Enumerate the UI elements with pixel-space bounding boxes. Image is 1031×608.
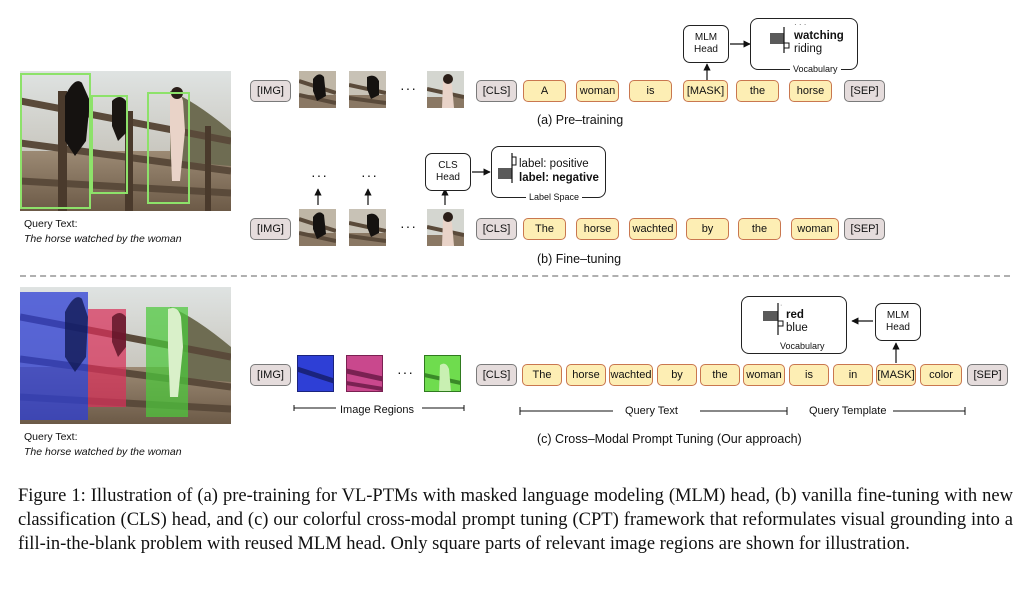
vocab-label-c: Vocabulary <box>780 341 825 351</box>
label-positive-b: label: positive <box>519 158 589 170</box>
query-text-a: The horse watched by the woman <box>24 233 182 245</box>
label-space-title-b: Label Space <box>526 192 583 202</box>
figure-caption: Figure 1: Illustration of (a) pre-traini… <box>18 486 1013 554</box>
vocabulary-box-c <box>741 296 847 354</box>
token-c-7: in <box>833 364 873 386</box>
cls-token-c: [CLS] <box>476 364 517 386</box>
region-thumb-woman-b <box>427 209 464 246</box>
caption-b: (b) Fine–tuning <box>537 252 622 266</box>
vocab-dots-top-a: · · · <box>794 20 807 29</box>
token-a-1: woman <box>576 80 619 102</box>
arrow-mask-to-mlm-a <box>703 63 711 80</box>
token-b-1: horse <box>576 218 619 240</box>
token-c-9: color <box>920 364 962 386</box>
cls-head-b-line1: CLS <box>438 160 458 171</box>
token-a-0: A <box>523 80 566 102</box>
region-thumb-red-c <box>346 355 383 392</box>
img-token-b: [IMG] <box>250 218 291 240</box>
vocab-word-bold-a: watching <box>794 30 844 42</box>
ellipsis-a: ··· <box>400 80 417 96</box>
token-c-1: horse <box>566 364 606 386</box>
arrow-up-b-3 <box>441 188 449 205</box>
mlm-head-a-line2: Head <box>694 44 718 55</box>
mlm-head-c-line1: MLM <box>886 310 910 321</box>
region-thumb-horse-a <box>299 71 336 108</box>
section-divider <box>20 275 1010 277</box>
caption-c: (c) Cross–Modal Prompt Tuning (Our appro… <box>537 432 802 446</box>
img-token-c: [IMG] <box>250 364 291 386</box>
arrow-mlm-to-vocab-c <box>851 317 873 325</box>
caption-a: (a) Pre–training <box>537 113 624 127</box>
region-thumb-woman-a <box>427 71 464 108</box>
token-b-0: The <box>523 218 566 240</box>
token-c-mask: [MASK] <box>876 364 916 386</box>
vocab-word-plain-a: riding <box>794 43 823 55</box>
token-c-4: the <box>700 364 740 386</box>
token-a-4: the <box>736 80 779 102</box>
cls-token-b: [CLS] <box>476 218 517 240</box>
query-template-span-label: Query Template <box>809 405 887 417</box>
dots-up-b-1: ··· <box>311 167 328 183</box>
token-c-5: woman <box>743 364 785 386</box>
query-span-brackets <box>519 407 966 415</box>
token-c-3: by <box>657 364 697 386</box>
region-thumb-blue-c <box>297 355 334 392</box>
mlm-head-c-line2: Head <box>886 322 910 333</box>
query-photo-c <box>20 287 231 424</box>
vocab-bar-icon-a <box>770 27 790 53</box>
vocab-bar-icon-c: · <box>763 302 784 335</box>
cls-head-b: CLS Head <box>425 153 471 191</box>
region-thumb-horse2-a <box>349 71 386 108</box>
token-a-2: is <box>629 80 672 102</box>
img-token-a: [IMG] <box>250 80 291 102</box>
ellipsis-c: ··· <box>397 364 414 380</box>
vocab-word-bold-c: red <box>786 309 804 321</box>
label-negative-b: label: negative <box>519 172 599 184</box>
token-b-5: woman <box>791 218 839 240</box>
dots-up-b-2: ··· <box>361 167 378 183</box>
region-thumb-horse-b <box>299 209 336 246</box>
arrow-mlm-to-vocab-a <box>730 40 751 48</box>
mlm-head-a: MLM Head <box>683 25 729 63</box>
arrow-cls-to-labels-b <box>472 168 491 176</box>
token-c-6: is <box>789 364 829 386</box>
sep-token-c: [SEP] <box>967 364 1008 386</box>
token-b-4: the <box>738 218 781 240</box>
query-photo-a <box>20 71 231 211</box>
vocab-word-plain-c: blue <box>786 322 808 334</box>
arrow-up-b-2 <box>364 188 372 205</box>
vocabulary-box-a <box>750 18 858 70</box>
region-thumb-green-c <box>424 355 461 392</box>
ellipsis-b: ··· <box>400 218 417 234</box>
token-b-3: by <box>686 218 729 240</box>
token-c-0: The <box>522 364 562 386</box>
arrow-up-b-1 <box>314 188 322 205</box>
query-text-span-label: Query Text <box>625 405 678 417</box>
region-thumb-horse2-b <box>349 209 386 246</box>
sep-token-b: [SEP] <box>844 218 885 240</box>
cls-token-a: [CLS] <box>476 80 517 102</box>
query-label-c: Query Text: <box>24 431 78 443</box>
token-a-5: horse <box>789 80 832 102</box>
mlm-head-a-line1: MLM <box>694 32 718 43</box>
cls-head-b-line2: Head <box>436 172 460 183</box>
image-regions-bracket <box>293 405 465 411</box>
token-a-mask: [MASK] <box>683 80 728 102</box>
query-text-c: The horse watched by the woman <box>24 446 182 458</box>
sep-token-a: [SEP] <box>844 80 885 102</box>
token-b-2: wachted <box>629 218 677 240</box>
svg-text:·: · <box>780 302 782 309</box>
token-c-2: wachted <box>609 364 653 386</box>
vocab-label-a: Vocabulary <box>790 64 841 74</box>
image-regions-label: Image Regions <box>340 404 414 416</box>
mlm-head-c: MLM Head <box>875 303 921 341</box>
arrow-mask-to-mlm-c <box>892 342 900 363</box>
query-label-a: Query Text: <box>24 218 78 230</box>
label-bar-icon-b <box>498 153 517 183</box>
